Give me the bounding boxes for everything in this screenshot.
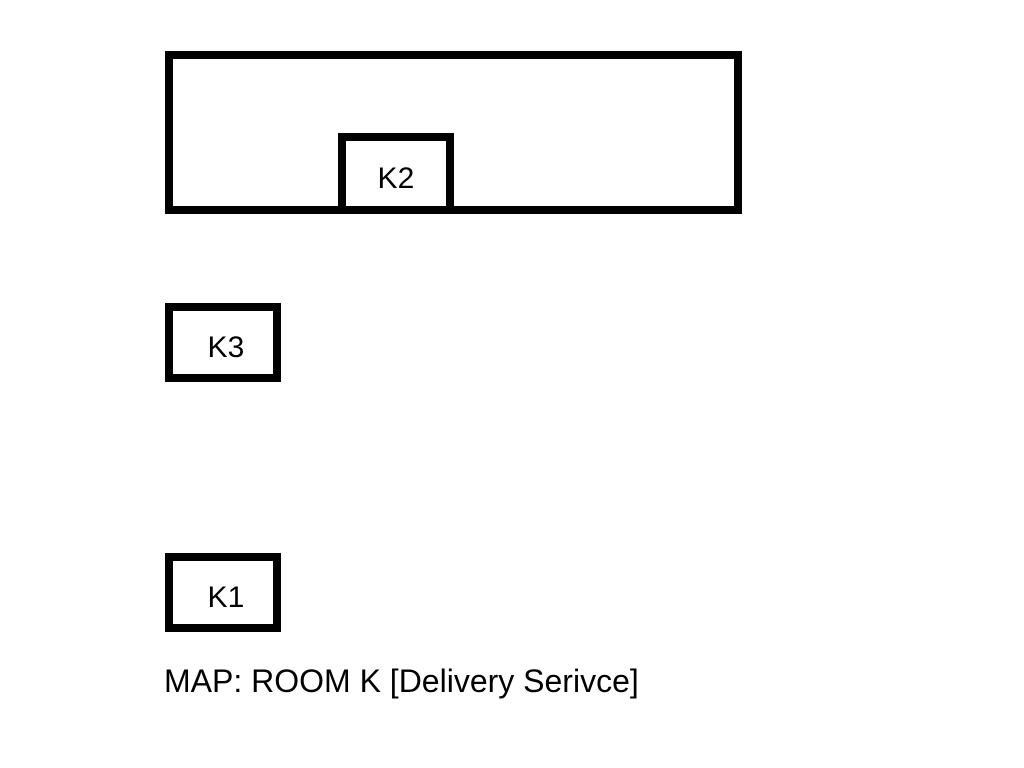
room-k2-label: K2 (377, 162, 415, 195)
room-k3[interactable]: K3 (165, 303, 281, 382)
room-k2[interactable]: K2 (338, 133, 454, 214)
room-k1-label: K1 (207, 581, 245, 614)
room-k3-label: K3 (207, 331, 245, 364)
map-caption: MAP: ROOM K [Delivery Serivce] (164, 663, 639, 699)
room-k1[interactable]: K1 (165, 553, 281, 632)
